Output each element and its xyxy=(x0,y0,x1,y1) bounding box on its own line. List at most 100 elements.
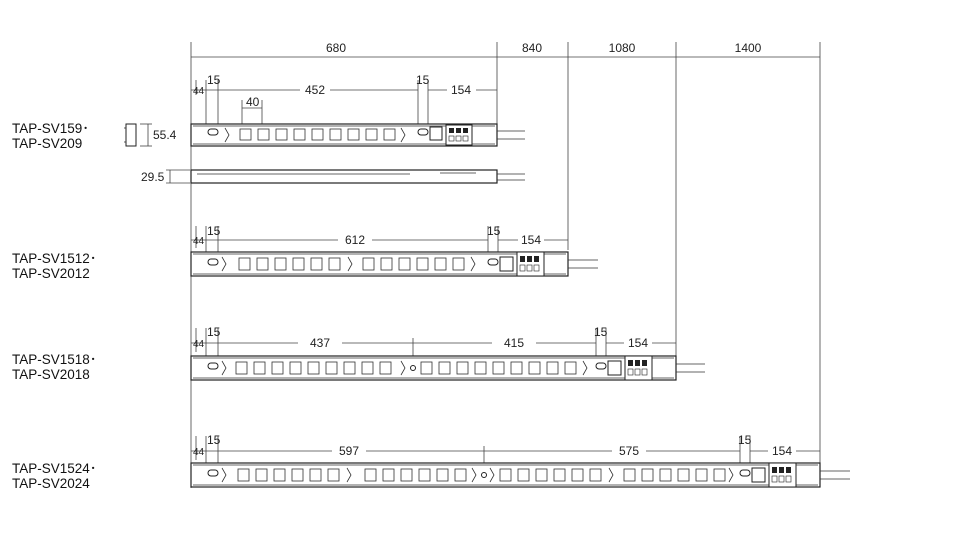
outlet-socket-icon xyxy=(416,257,429,271)
outlet-socket-icon xyxy=(418,468,431,482)
mounting-slot-icon xyxy=(417,128,429,136)
outlet-socket-icon xyxy=(383,128,396,141)
chevron-icon xyxy=(608,467,614,483)
chevron-icon xyxy=(470,256,476,272)
dim-cap: 15 xyxy=(207,433,221,447)
thickness-dimension-label: 29.5 xyxy=(141,170,165,184)
outlet-socket-icon xyxy=(510,361,523,375)
model-row-1: TAP-SV159･ TAP-SV209 55.4 44 xyxy=(12,73,525,184)
outlet-socket-icon xyxy=(257,128,270,141)
model-name: TAP-SV2024 xyxy=(12,476,90,491)
dim-span: 612 xyxy=(345,233,365,247)
dim-margin: 44 xyxy=(193,236,205,247)
chevron-icon xyxy=(400,360,406,376)
power-strip-front xyxy=(190,355,705,381)
outlet-socket-icon xyxy=(275,128,288,141)
power-strip-front xyxy=(190,123,525,147)
mounting-slot-icon xyxy=(487,258,499,266)
model-name: TAP-SV159･ xyxy=(12,121,89,136)
dim-margin: 44 xyxy=(193,86,205,97)
outlet-socket-icon xyxy=(659,468,672,482)
dimension-line xyxy=(191,226,568,252)
chevron-icon xyxy=(400,127,406,143)
outlet-socket-icon xyxy=(271,361,284,375)
outlet-socket-icon xyxy=(379,361,392,375)
scale-label-1080: 1080 xyxy=(609,41,636,55)
outlet-socket-icon xyxy=(382,468,395,482)
mounting-slot-icon xyxy=(595,362,607,370)
outlet-socket-icon xyxy=(474,361,487,375)
chevron-icon xyxy=(728,467,734,483)
center-mount-icon xyxy=(481,472,487,478)
outlet-socket-icon xyxy=(434,257,447,271)
chevron-icon xyxy=(224,127,230,143)
mounting-slot-icon xyxy=(207,258,219,266)
outlet-socket-icon xyxy=(347,128,360,141)
outlet-socket-icon xyxy=(237,468,250,482)
chevron-icon xyxy=(346,467,352,483)
outlet-socket-icon xyxy=(327,468,340,482)
dim-cap: 15 xyxy=(207,224,221,238)
dim-cap-right: 15 xyxy=(487,224,501,238)
model-name: TAP-SV1518･ xyxy=(12,352,97,367)
switch-icon xyxy=(499,256,514,272)
outlet-socket-icon xyxy=(589,468,602,482)
switch-icon xyxy=(751,467,766,483)
outlet-socket-icon xyxy=(362,257,375,271)
dim-pitch: 40 xyxy=(246,95,260,109)
outlet-socket-icon xyxy=(343,361,356,375)
dim-cap-right: 15 xyxy=(594,325,608,339)
outlet-socket-icon xyxy=(436,468,449,482)
chevron-icon xyxy=(221,256,227,272)
outlet-socket-icon xyxy=(311,128,324,141)
outlet-socket-icon xyxy=(454,468,467,482)
power-strip-side xyxy=(166,169,525,184)
chevron-icon xyxy=(489,467,495,483)
outlet-socket-icon xyxy=(564,361,577,375)
terminal-block-icon xyxy=(516,251,545,277)
outlet-socket-icon xyxy=(546,361,559,375)
outlet-socket-icon xyxy=(293,128,306,141)
switch-icon xyxy=(429,126,443,141)
outlet-socket-icon xyxy=(328,257,341,271)
outlet-socket-icon xyxy=(571,468,584,482)
dim-margin: 44 xyxy=(193,447,205,458)
chevron-icon xyxy=(582,360,588,376)
mounting-slot-icon xyxy=(207,128,219,136)
terminal-block-icon xyxy=(768,462,797,488)
model-name: TAP-SV2018 xyxy=(12,367,90,382)
outlet-socket-icon xyxy=(364,468,377,482)
outlet-socket-icon xyxy=(274,257,287,271)
outlet-socket-icon xyxy=(499,468,512,482)
width-dimension-label: 55.4 xyxy=(153,128,177,142)
outlet-socket-icon xyxy=(365,128,378,141)
dim-cap-right: 15 xyxy=(738,433,752,447)
outlet-socket-icon xyxy=(641,468,654,482)
outlet-socket-icon xyxy=(456,361,469,375)
model-name: TAP-SV2012 xyxy=(12,266,90,281)
outlet-socket-icon xyxy=(291,468,304,482)
chevron-icon xyxy=(221,360,227,376)
terminal-block-icon xyxy=(445,124,473,146)
model-row-2: TAP-SV1512･ TAP-SV2012 44 15 612 15 154 xyxy=(12,224,598,281)
dim-cap-right: 15 xyxy=(416,73,430,87)
chevron-icon xyxy=(221,467,227,483)
model-name: TAP-SV1512･ xyxy=(12,251,97,266)
dimension-line xyxy=(191,328,676,356)
end-view-profile xyxy=(124,123,152,147)
scale-label-1400: 1400 xyxy=(735,41,762,55)
outlet-socket-icon xyxy=(517,468,530,482)
outlet-socket-icon xyxy=(535,468,548,482)
outlet-socket-icon xyxy=(310,257,323,271)
outlet-socket-icon xyxy=(255,468,268,482)
outlet-socket-icon xyxy=(713,468,726,482)
model-row-4: TAP-SV1524･ TAP-SV2024 44 15 597 575 15 … xyxy=(12,433,850,491)
dim-span: 597 xyxy=(339,444,359,458)
outlet-socket-icon xyxy=(677,468,690,482)
outlet-socket-icon xyxy=(329,128,342,141)
outlet-socket-icon xyxy=(528,361,541,375)
dim-span: 452 xyxy=(305,83,325,97)
outlet-socket-icon xyxy=(307,361,320,375)
outlet-socket-icon xyxy=(292,257,305,271)
